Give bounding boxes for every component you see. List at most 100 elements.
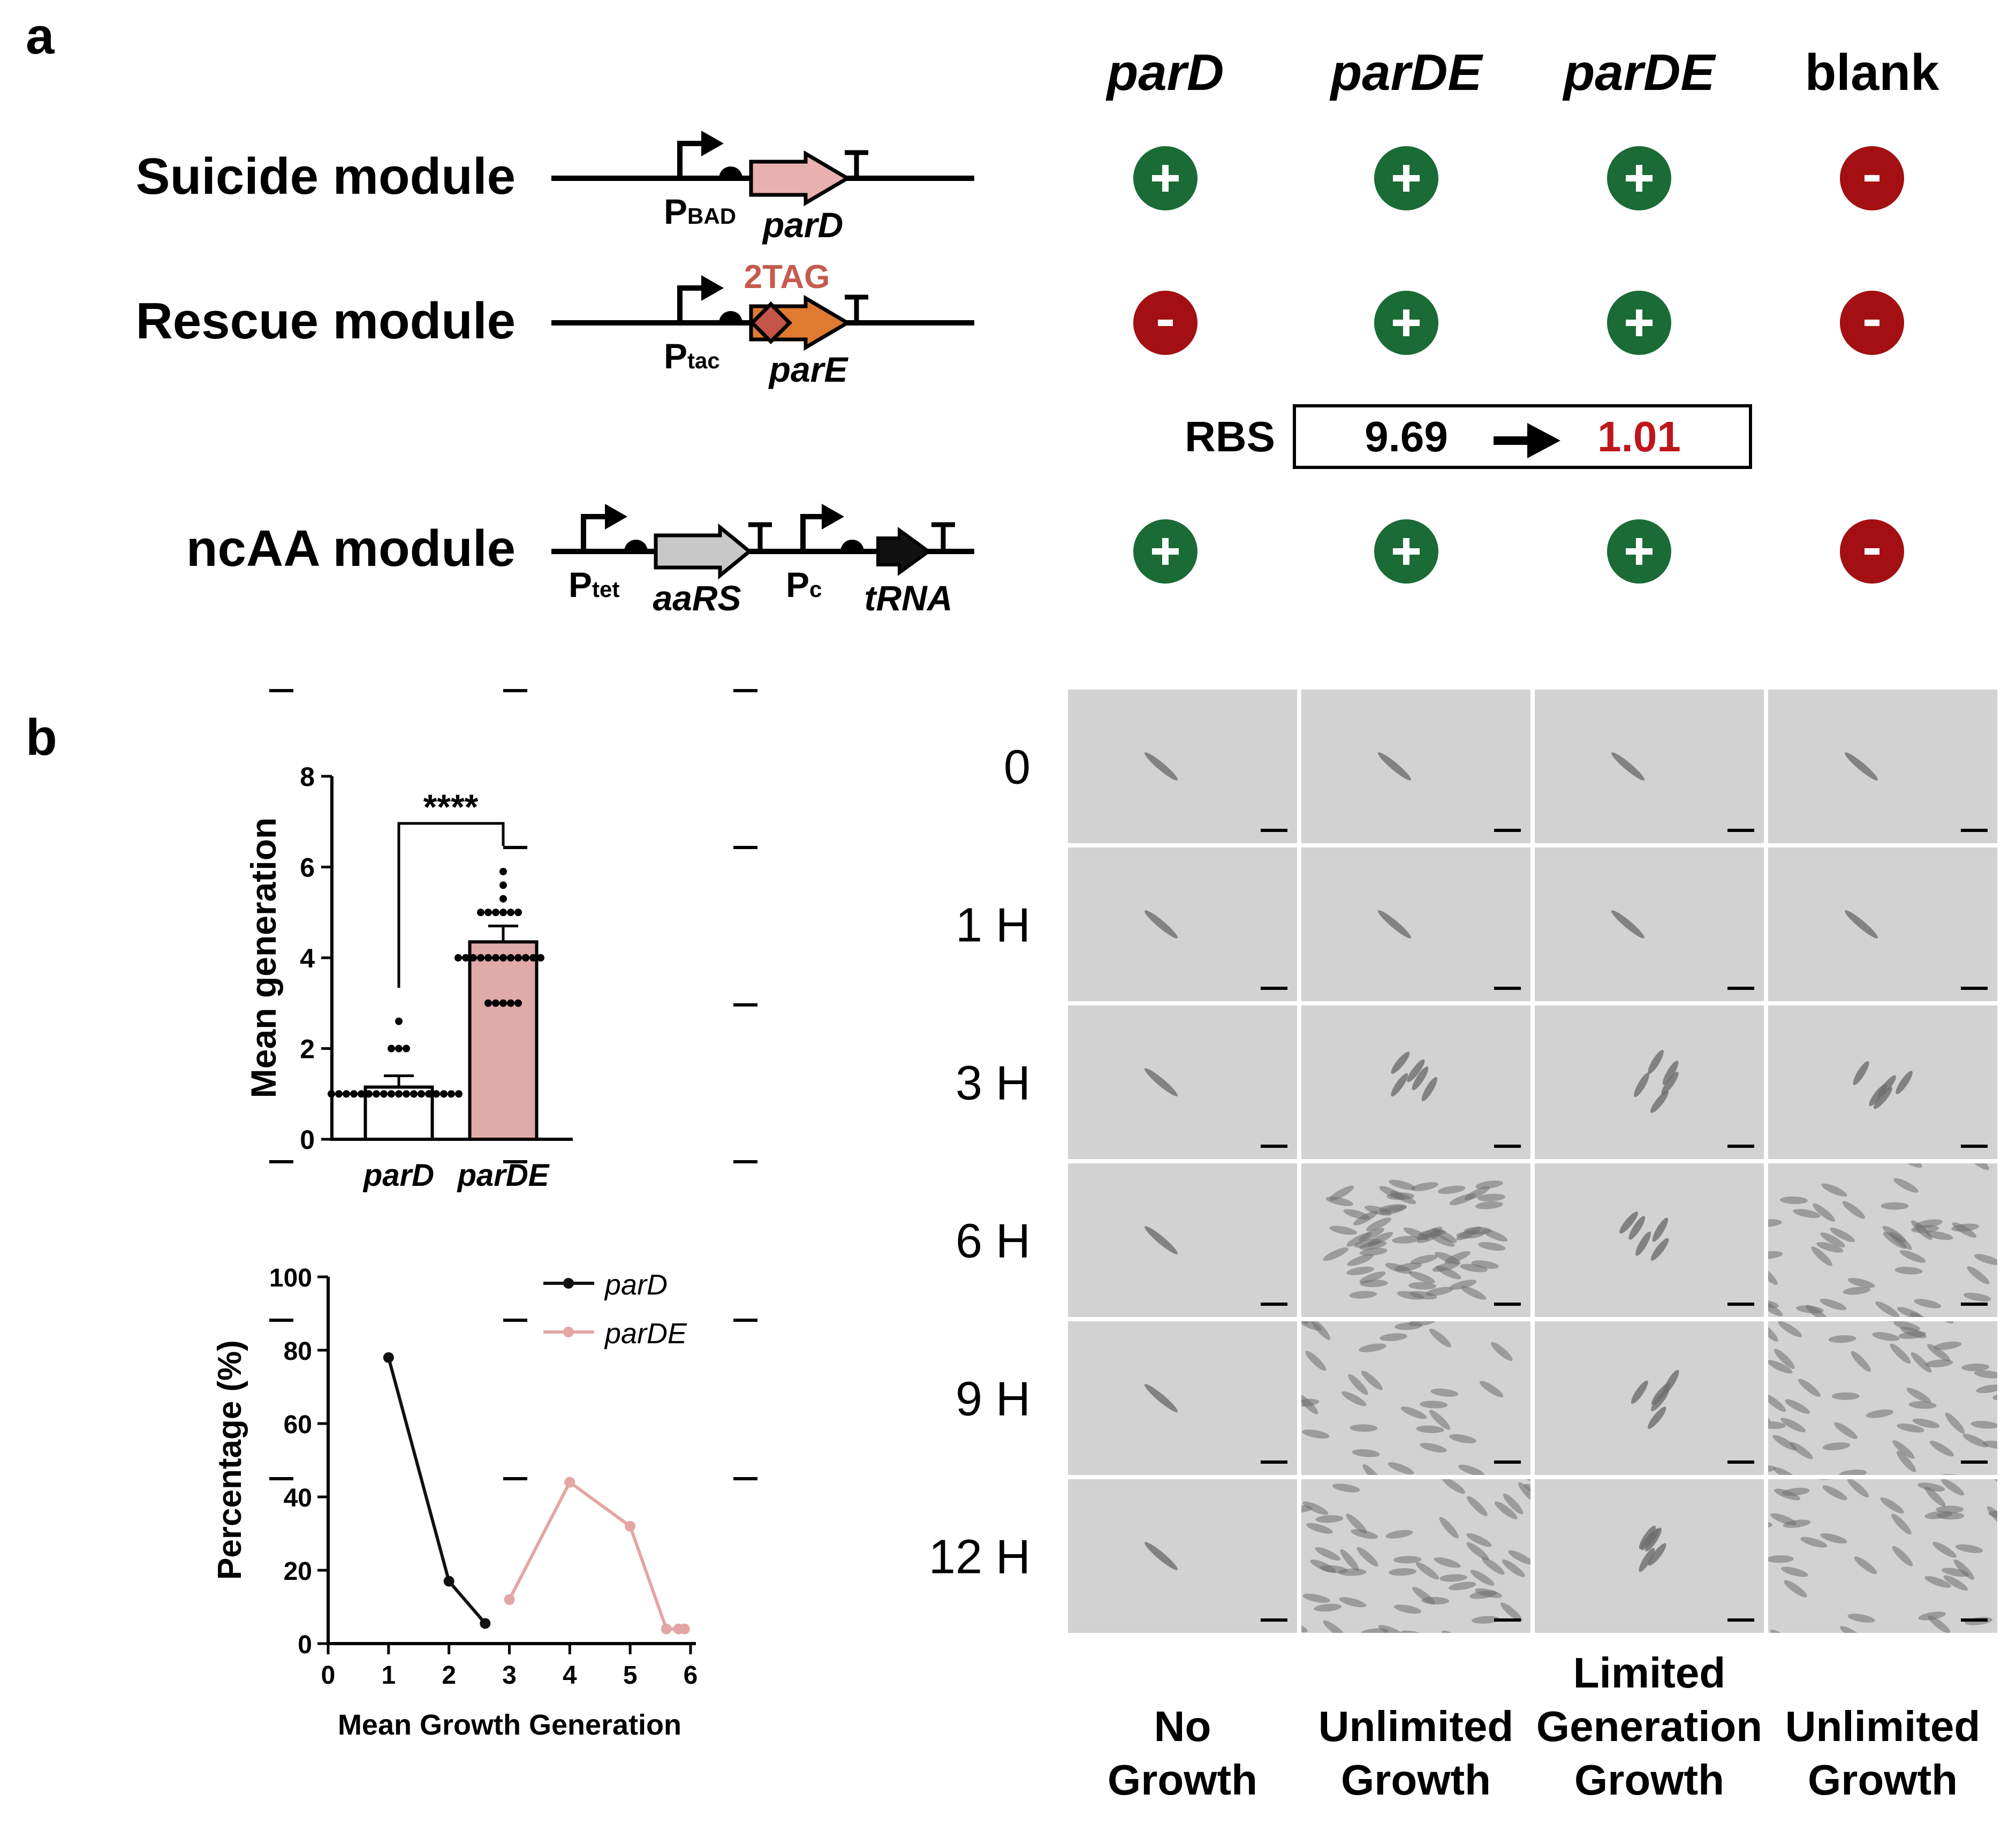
data-point [395,1045,403,1053]
rescue-tag-label: 2TAG [744,259,830,296]
terminator-icon [748,522,772,551]
bar-y-label: Mean generation [244,818,283,1098]
series-line-parDE [507,1480,685,1631]
plus-icon [1607,146,1671,210]
bar-parDE [468,940,539,1141]
column-caption: Unlimited [1785,1702,1980,1750]
data-point [492,954,499,962]
micrograph [1768,1005,1997,1159]
micrograph [1535,1163,1764,1317]
data-point [388,1045,395,1053]
data-point [507,909,514,917]
legend-series-2: parDE [604,1318,687,1350]
promoter-arrow-icon [677,141,707,178]
data-point [499,895,507,903]
series-point-parD [443,1576,454,1587]
data-point [350,1090,358,1098]
micrograph [1535,1479,1764,1633]
series-point-parDE [564,1477,575,1488]
strain-header-2: parDE [1329,44,1484,101]
strain-header-3: parDE [1562,44,1717,101]
series-point-parDE [679,1623,690,1634]
plus-icon [1607,291,1671,355]
data-point [395,1017,403,1025]
ncaa-promoter-2: Pc [786,565,822,604]
data-point [514,999,522,1007]
minus-icon [1840,519,1904,584]
data-point [410,1090,418,1098]
data-point [373,1090,380,1098]
data-point [507,954,514,962]
promoter-arrow-icon [581,514,610,551]
trna-gene-arrow [876,527,932,576]
bar-y-tick-label: 2 [300,1034,315,1064]
rescue-module: Rescue module 2TAG Ptac parE [135,259,974,389]
rbs-from-value: 9.69 [1365,413,1448,460]
series-point-parDE [625,1520,636,1532]
rescue-gene-label: parE [768,350,849,389]
rbs-box [1293,404,1752,469]
bar-y-tick-label: 0 [300,1125,315,1155]
ncaa-module-label: ncAA module [186,520,516,577]
column-caption: No [1154,1702,1211,1750]
rbs-icon [624,540,648,551]
line-x-label: Mean Growth Generation [338,1709,681,1741]
minus-icon [1133,291,1198,355]
data-point [455,1090,463,1098]
plus-icon [1133,146,1198,210]
plus-icon [1133,519,1198,584]
data-point [492,909,499,917]
column-caption: Growth [1108,1756,1257,1804]
rbs-label: RBS [1185,413,1275,460]
data-point [433,1090,440,1098]
data-point [454,954,462,962]
line-x-tick-label: 4 [563,1661,577,1690]
error-bar [384,1074,414,1087]
line-y-tick-label: 60 [284,1411,312,1439]
series-line-parD [386,1357,487,1625]
minus-icon [1840,291,1904,355]
data-point [477,954,484,962]
column-caption: Generation [1536,1702,1762,1750]
micrograph [1068,1005,1297,1159]
bar-y-tick-label: 6 [300,853,315,883]
promoter-arrow-icon [677,285,707,323]
data-point [499,909,507,917]
right-arrow-icon [1494,423,1560,458]
data-point [380,1090,388,1098]
micrograph [1301,1321,1530,1475]
line-x-tick-label: 2 [442,1661,456,1690]
data-point [499,954,507,962]
rbs-icon [840,540,864,551]
time-labels: 01 H3 H6 H9 H12 H [929,741,1030,1584]
rbs-strength: RBS 9.69 1.01 [1185,404,1752,469]
bar-y-tick-label: 4 [300,943,315,973]
data-point [462,954,469,962]
series-point-parDE [661,1623,672,1634]
ncaa-gene1-label: aaRS [653,578,741,618]
micrograph [1301,690,1530,843]
data-point [448,1090,455,1098]
micrograph [1768,1321,1997,1475]
line-x-tick-label: 1 [381,1661,396,1690]
suicide-gene-label: parD [762,205,843,245]
strain-header-1: parD [1105,44,1224,101]
column-caption: Growth [1341,1756,1491,1804]
ncaa-gene2-label: tRNA [865,578,953,618]
data-point [537,954,544,962]
legend-series-1: parD [604,1269,668,1301]
micrograph [1068,1321,1297,1475]
series-point-parD [383,1352,394,1363]
micrograph [1068,1479,1297,1633]
time-label: 3 H [956,1057,1030,1110]
significance-bracket [397,822,505,988]
panel-label-a: a [26,7,55,65]
micrograph [1068,690,1297,843]
ncaa-module: ncAA module Ptet aaRS Pc tRNA [186,504,974,618]
micrograph [1301,1005,1530,1159]
stray-dash-marks [269,689,757,1480]
line-y-tick-label: 80 [284,1337,312,1366]
promoter-arrow-icon [800,514,827,551]
